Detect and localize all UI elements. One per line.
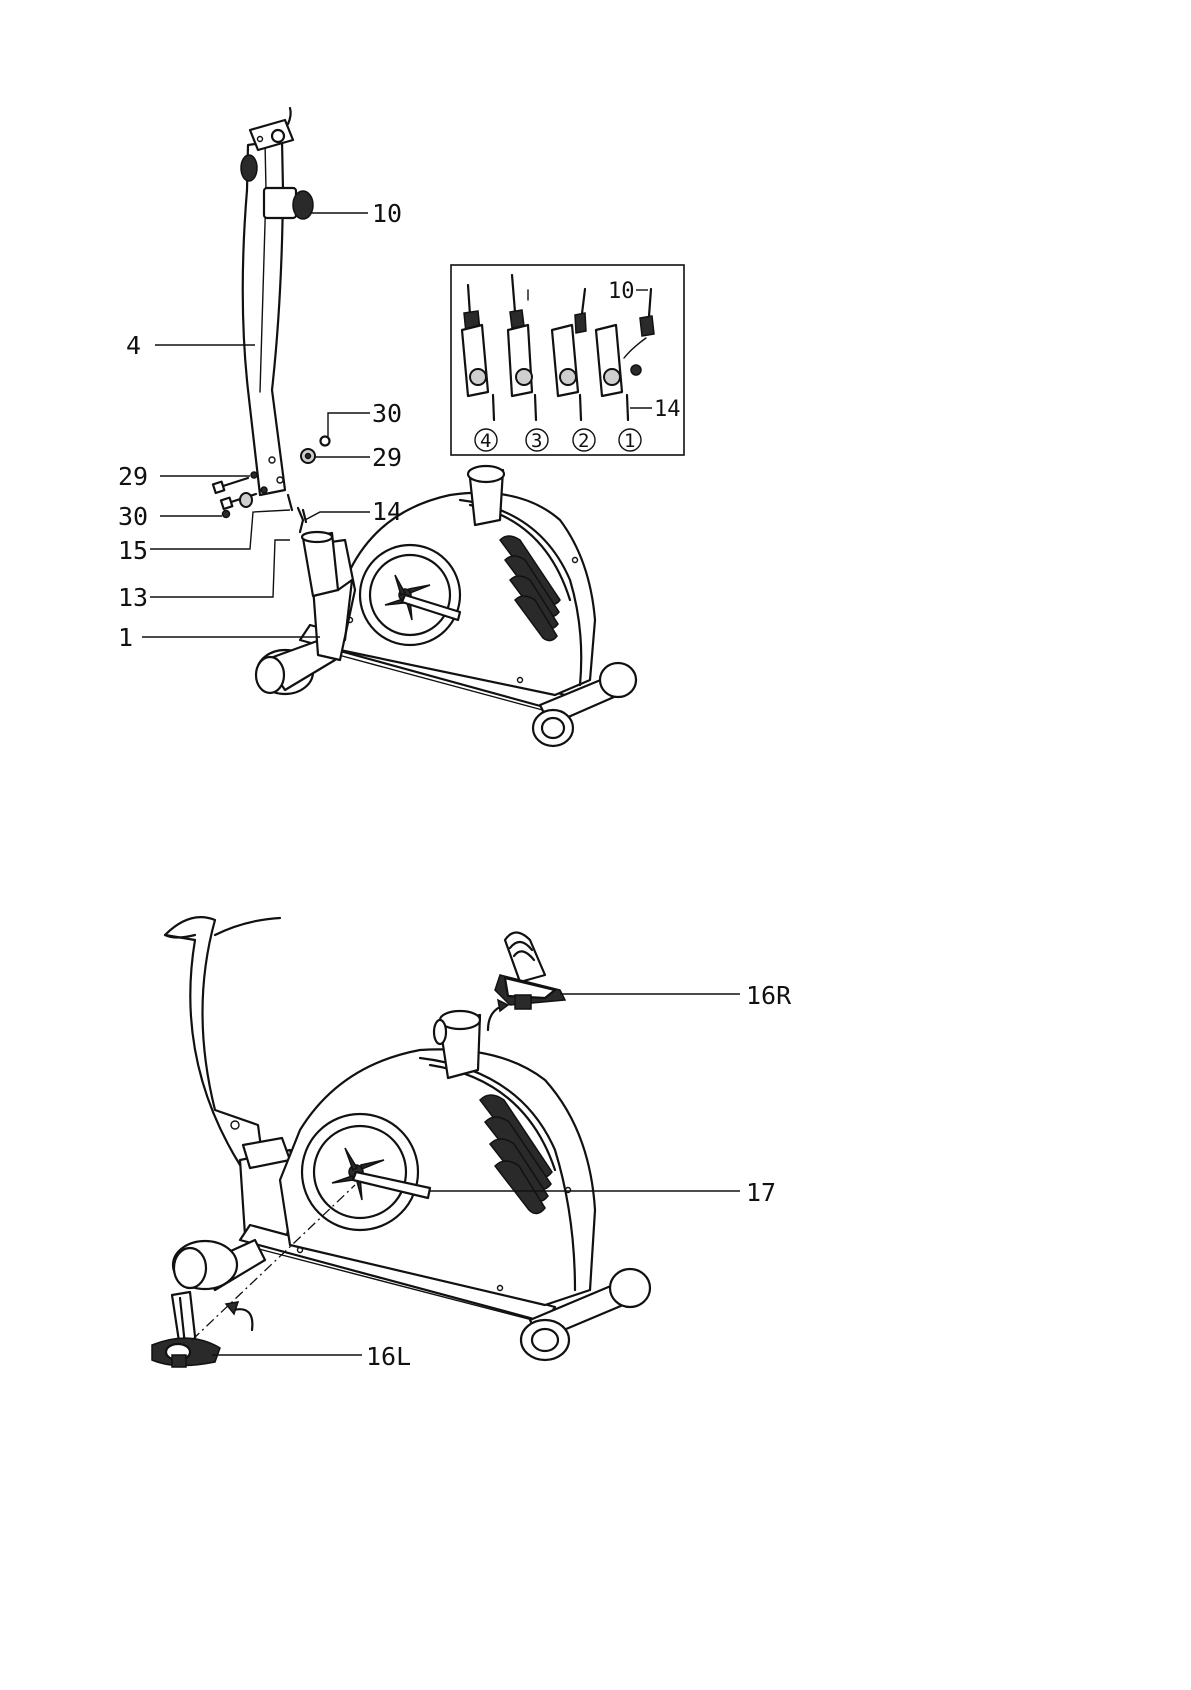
label-part-30-left: 30 [118, 502, 148, 531]
label-part-14: 14 [372, 497, 402, 526]
pedal-right-16R [495, 933, 565, 1010]
pedal-left-16L [152, 1292, 220, 1367]
bike-frame-top [256, 466, 636, 746]
inset-cable-connection: 10 14 4 3 2 1 [451, 265, 684, 455]
lower-post-13 [302, 532, 338, 596]
label-part-4: 4 [126, 331, 141, 360]
step-number-1: 1 [624, 430, 635, 452]
label-part-1: 1 [118, 623, 133, 652]
step-number-2: 2 [578, 430, 589, 452]
step-number-3: 3 [531, 430, 542, 452]
label-part-16R: 16R [746, 981, 792, 1010]
step-number-4: 4 [480, 430, 491, 452]
rotation-arrow-icon [233, 1309, 252, 1330]
label-part-17: 17 [746, 1178, 776, 1207]
label-part-15: 15 [118, 536, 148, 565]
bike-frame-bottom [165, 917, 650, 1360]
figure-top-handlebar-assembly: 10 4 30 29 29 30 14 15 13 1 [118, 108, 684, 746]
wire-connector-icon [631, 365, 641, 375]
inset-label-10: 10 [608, 279, 635, 304]
figure-bottom-pedal-assembly: 16R 17 16L [152, 917, 792, 1371]
label-part-10: 10 [372, 199, 402, 228]
handlebar-post-4 [241, 108, 313, 495]
label-part-29-left: 29 [118, 462, 148, 491]
label-part-13: 13 [118, 583, 148, 612]
label-part-30-right: 30 [372, 399, 402, 428]
label-part-29-right: 29 [372, 443, 402, 472]
label-part-16L: 16L [366, 1342, 411, 1371]
inset-label-14: 14 [654, 397, 681, 422]
